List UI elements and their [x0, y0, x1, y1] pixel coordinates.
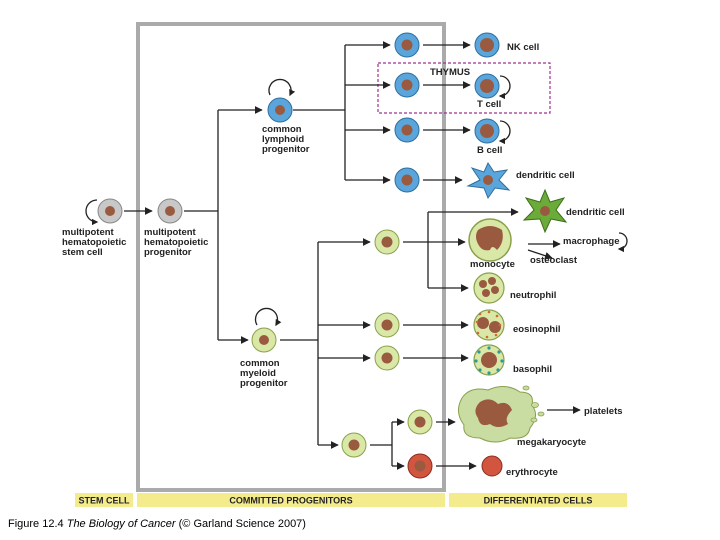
mep-cell — [341, 432, 367, 458]
label-erythrocyte: erythrocyte — [506, 467, 558, 478]
band-differentiated-label: DIFFERENTIATED CELLS — [484, 496, 593, 506]
thymus-box — [377, 62, 551, 114]
label-nk-cell: NK cell — [507, 42, 539, 53]
t-cell — [474, 73, 500, 99]
band-committed-label: COMMITTED PROGENITORS — [229, 496, 352, 506]
label-mpp: multipotent hematopoietic progenitor — [144, 227, 211, 258]
cell-labels: multipotent hematopoietic stem cell mult… — [62, 42, 625, 478]
nk-cell — [474, 32, 500, 58]
stem-cell — [97, 198, 123, 224]
basophil-precursor — [374, 345, 400, 371]
band-stem — [75, 493, 133, 507]
mpp-cell — [157, 198, 183, 224]
dendritic-cell-lymphoid — [466, 161, 511, 200]
eosinophil — [473, 309, 505, 341]
band-committed — [137, 493, 445, 507]
caption-title: The Biology of Cancer — [66, 518, 176, 530]
basophil — [473, 344, 505, 376]
megakaryocyte — [458, 385, 545, 443]
label-clp: common lymphoid progenitor — [262, 124, 310, 155]
label-megakaryocyte: megakaryocyte — [517, 437, 586, 448]
label-neutrophil: neutrophil — [510, 290, 556, 301]
label-b-cell: B cell — [477, 145, 502, 156]
b-cell — [474, 118, 500, 144]
dc-precursor — [394, 167, 420, 193]
label-eosinophil: eosinophil — [513, 324, 561, 335]
erythrocyte — [481, 455, 503, 477]
neutrophil — [473, 272, 505, 304]
band-stem-label: STEM CELL — [79, 496, 131, 506]
label-osteoclast: osteoclast — [530, 255, 578, 266]
label-dendritic-lymphoid: dendritic cell — [516, 170, 575, 181]
t-precursor — [394, 72, 420, 98]
label-monocyte: monocyte — [470, 259, 515, 270]
megakaryocyte-precursor — [407, 409, 433, 435]
caption-suffix: (© Garland Science 2007) — [178, 518, 306, 530]
label-stem-cell: multipotent hematopoietic stem cell — [62, 227, 129, 258]
label-t-cell: T cell — [477, 99, 501, 110]
label-cmp: common myeloid progenitor — [240, 358, 288, 389]
self-renewal-arrows — [85, 75, 628, 327]
monocyte — [468, 218, 512, 262]
lineage-arrows — [124, 41, 581, 470]
thymus-label: THYMUS — [430, 67, 470, 78]
gm-precursor — [374, 229, 400, 255]
erythroid-precursor — [407, 453, 433, 479]
label-basophil: basophil — [513, 364, 552, 375]
label-dendritic-myeloid: dendritic cell — [566, 207, 625, 218]
committed-progenitors-box — [136, 22, 446, 492]
clp-cell — [267, 97, 293, 123]
b-precursor — [394, 117, 420, 143]
label-macrophage: macrophage — [563, 236, 620, 247]
dendritic-cell-myeloid — [522, 188, 568, 234]
nk-precursor — [394, 32, 420, 58]
band-differentiated — [449, 493, 627, 507]
label-platelets: platelets — [584, 406, 623, 417]
cmp-cell — [251, 327, 277, 353]
figure-caption: Figure 12.4 The Biology of Cancer (© Gar… — [8, 518, 306, 530]
eosinophil-precursor — [374, 312, 400, 338]
caption-prefix: Figure 12.4 — [8, 518, 64, 530]
